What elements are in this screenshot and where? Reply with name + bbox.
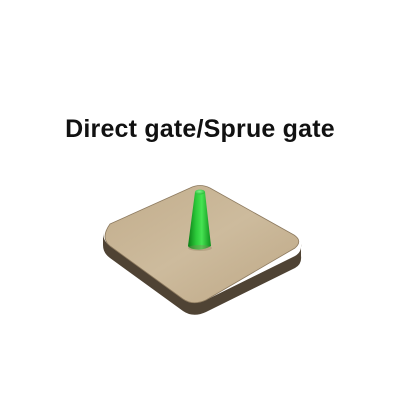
sprue-base-shadow	[188, 245, 212, 251]
plate-side	[103, 233, 302, 315]
diagram-title: Direct gate/Sprue gate	[65, 115, 335, 143]
sprue-cone-icon	[188, 189, 212, 251]
sprue-top	[195, 189, 205, 195]
sprue-body	[188, 192, 211, 250]
